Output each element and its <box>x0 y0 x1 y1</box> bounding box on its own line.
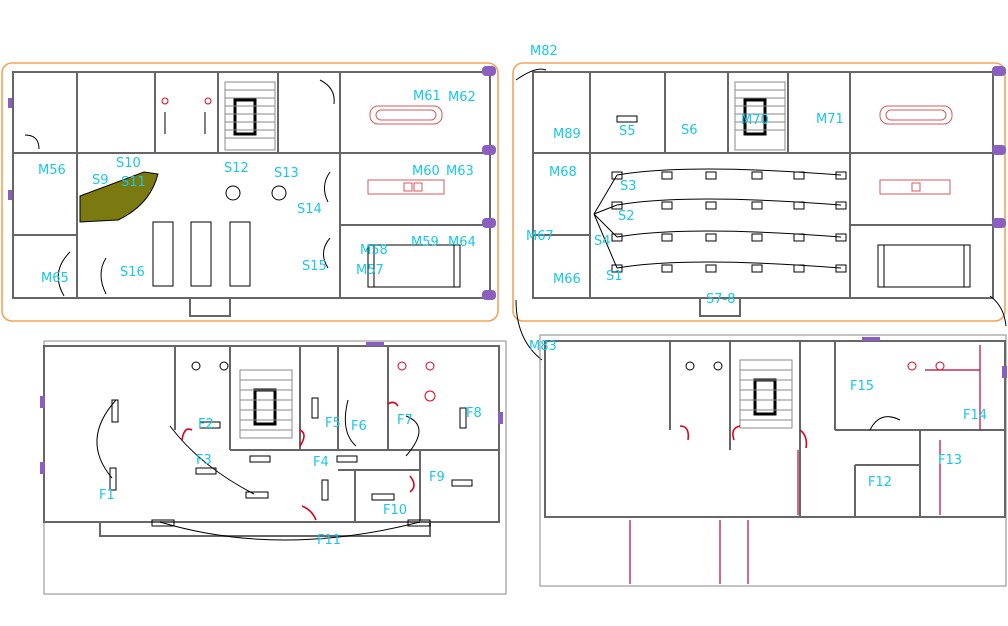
label-s12: S12 <box>224 161 249 176</box>
label-m89: M89 <box>553 127 581 142</box>
label-s16: S16 <box>120 265 145 280</box>
plan-top-right: M82 M89 S5 S6 M70 M71 M68 M67 M66 S1 S2 … <box>512 44 1007 361</box>
outer-wall <box>532 71 994 299</box>
label-s7-8: S7-8 <box>706 292 736 307</box>
entrance-bay <box>99 521 431 537</box>
entrance-bay <box>699 297 741 317</box>
label-s10: S10 <box>116 156 141 171</box>
label-f9: F9 <box>429 470 445 485</box>
site-outline <box>539 334 1007 587</box>
stair <box>239 369 293 439</box>
plan-outline <box>1 62 499 322</box>
label-s4: S4 <box>594 234 611 249</box>
bathtub <box>369 105 443 125</box>
label-m67: M67 <box>526 229 554 244</box>
label-f7: F7 <box>397 413 413 428</box>
bed <box>877 244 971 288</box>
label-m82: M82 <box>530 44 558 59</box>
outer-wall <box>12 71 491 299</box>
label-m61: M61 <box>413 89 441 104</box>
label-m71: M71 <box>816 112 844 127</box>
label-f14: F14 <box>963 408 987 423</box>
kitchen-counter <box>879 179 951 195</box>
label-s9: S9 <box>92 173 109 188</box>
label-s13: S13 <box>274 166 299 181</box>
label-s15: S15 <box>302 259 327 274</box>
label-m70: M70 <box>741 113 769 128</box>
kitchen-counter <box>367 179 445 195</box>
label-s14: S14 <box>297 202 322 217</box>
label-f5: F5 <box>325 416 341 431</box>
bathtub <box>879 105 953 125</box>
stair <box>224 81 276 151</box>
label-f4: F4 <box>313 455 329 470</box>
label-m65: M65 <box>41 271 69 286</box>
label-s3: S3 <box>620 179 637 194</box>
label-s6: S6 <box>681 123 698 138</box>
label-s11: S11 <box>121 175 146 190</box>
plan-bottom-right: M83 F12 F13 F14 F15 <box>529 334 1007 587</box>
stair <box>734 81 786 151</box>
stair <box>739 359 793 429</box>
column-markers <box>992 66 1006 228</box>
label-f11: F11 <box>317 533 341 548</box>
label-m63: M63 <box>446 164 474 179</box>
label-f13: F13 <box>938 453 962 468</box>
label-m83: M83 <box>529 339 557 354</box>
spiral-stair <box>79 171 159 223</box>
label-m68: M68 <box>549 165 577 180</box>
plan-outline <box>512 62 1006 322</box>
structural-lines <box>629 345 981 584</box>
toilet-fixtures <box>191 361 436 402</box>
label-f3: F3 <box>196 453 212 468</box>
entrance-bay <box>189 297 231 317</box>
light-fixtures <box>109 397 473 527</box>
light-fixture-grid <box>593 115 847 273</box>
toilet-fixtures <box>685 361 945 371</box>
column-markers <box>8 66 496 300</box>
label-f15: F15 <box>850 379 874 394</box>
bed <box>367 244 461 288</box>
label-m56: M56 <box>38 163 66 178</box>
label-m66: M66 <box>553 272 581 287</box>
label-m62: M62 <box>448 90 476 105</box>
label-f10: F10 <box>383 503 407 518</box>
plan-bottom-left: F1 F2 F3 F4 F5 F6 F7 F8 F9 F10 F11 <box>40 340 507 595</box>
toilet-fixtures <box>161 97 212 134</box>
column-markers <box>862 337 1007 378</box>
label-f8: F8 <box>466 406 482 421</box>
label-m60: M60 <box>412 164 440 179</box>
label-f12: F12 <box>868 475 892 490</box>
label-f6: F6 <box>351 419 367 434</box>
label-f2: F2 <box>198 417 214 432</box>
column-markers <box>40 342 503 474</box>
sofa-set <box>152 221 251 287</box>
label-m59: M59 <box>411 235 439 250</box>
label-m58: M58 <box>360 243 388 258</box>
label-s1: S1 <box>606 269 623 284</box>
label-f1: F1 <box>99 488 115 503</box>
label-m64: M64 <box>448 235 476 250</box>
plan-top-left: M61 M62 M60 M63 M59 M64 M58 M65 M56 M57 … <box>1 62 499 322</box>
label-s5: S5 <box>619 124 636 139</box>
label-m57: M57 <box>356 263 384 278</box>
label-s2: S2 <box>618 209 635 224</box>
